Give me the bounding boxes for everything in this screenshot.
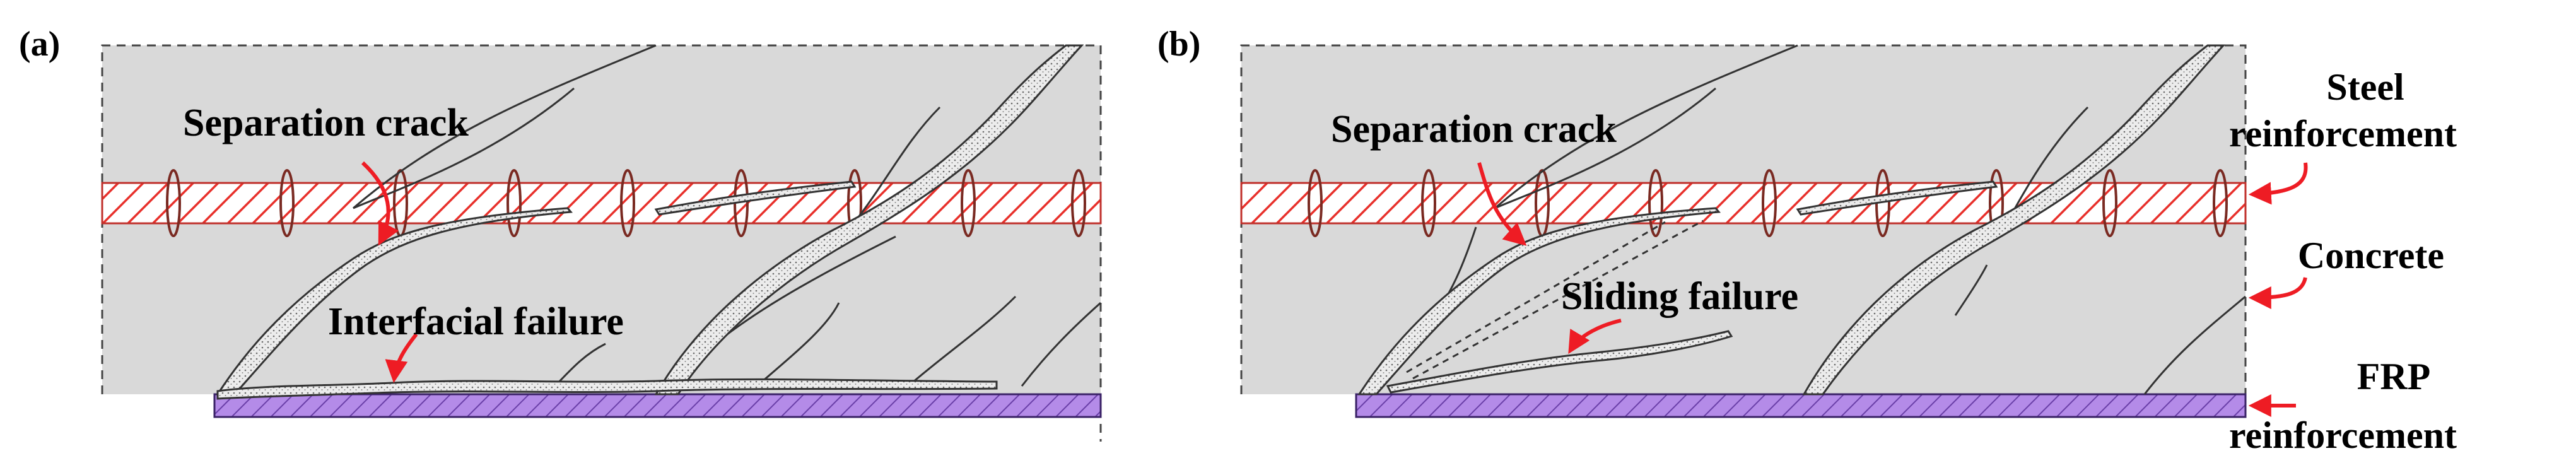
- right-diagonal-crack: [654, 44, 1084, 396]
- main-separation-crack: [1357, 207, 1721, 396]
- upper-band-crack: [654, 180, 857, 216]
- separation-arrow: [361, 161, 399, 246]
- frp-label-line1: FRP: [2357, 356, 2431, 397]
- interfacial-failure-label: Interfacial failure: [328, 300, 624, 343]
- wide-cracks: [1357, 44, 2226, 396]
- sliding-failure-label: Sliding failure: [1561, 275, 1798, 318]
- steel-label-line1: Steel: [2326, 66, 2404, 108]
- concrete-pointer-arrow: [2248, 277, 2307, 309]
- frp-reinforcement: [1355, 393, 2247, 418]
- frp-label-line2: reinforcement: [2229, 414, 2457, 456]
- separation-crack-label: Separation crack: [1331, 108, 1617, 151]
- steel-reinforcement: [1240, 182, 2247, 225]
- interfacial-crack: [216, 378, 998, 400]
- panel-label: (a): [19, 25, 60, 64]
- upper-band-crack: [1796, 180, 1998, 216]
- hairline-cracks: [1424, 44, 2246, 395]
- sliding-crack: [1386, 330, 1733, 394]
- panel-label: (b): [1157, 25, 1200, 64]
- steel-pointer-arrow: [2248, 162, 2308, 205]
- steel-reinforcement: [101, 182, 1102, 225]
- frp-reinforcement: [213, 393, 1102, 418]
- panel-a: (a) Separation crack Interfacial failure: [19, 25, 1102, 442]
- steel-label-line2: reinforcement: [2229, 113, 2457, 155]
- concrete-label: Concrete: [2298, 235, 2444, 276]
- right-diagonal-crack: [1802, 44, 2226, 396]
- separation-crack-label: Separation crack: [183, 102, 469, 144]
- legend: Steel reinforcement Concrete FRP reinfor…: [2229, 66, 2457, 456]
- sliding-arrow: [1568, 319, 1622, 355]
- separation-arrow: [1477, 162, 1527, 246]
- dashed-guide-lines: [1406, 220, 1704, 380]
- interfacial-arrow: [385, 333, 418, 384]
- stirrups: [166, 169, 1086, 237]
- panel-b: (b) Separation crack Sliding failure: [1157, 25, 2247, 418]
